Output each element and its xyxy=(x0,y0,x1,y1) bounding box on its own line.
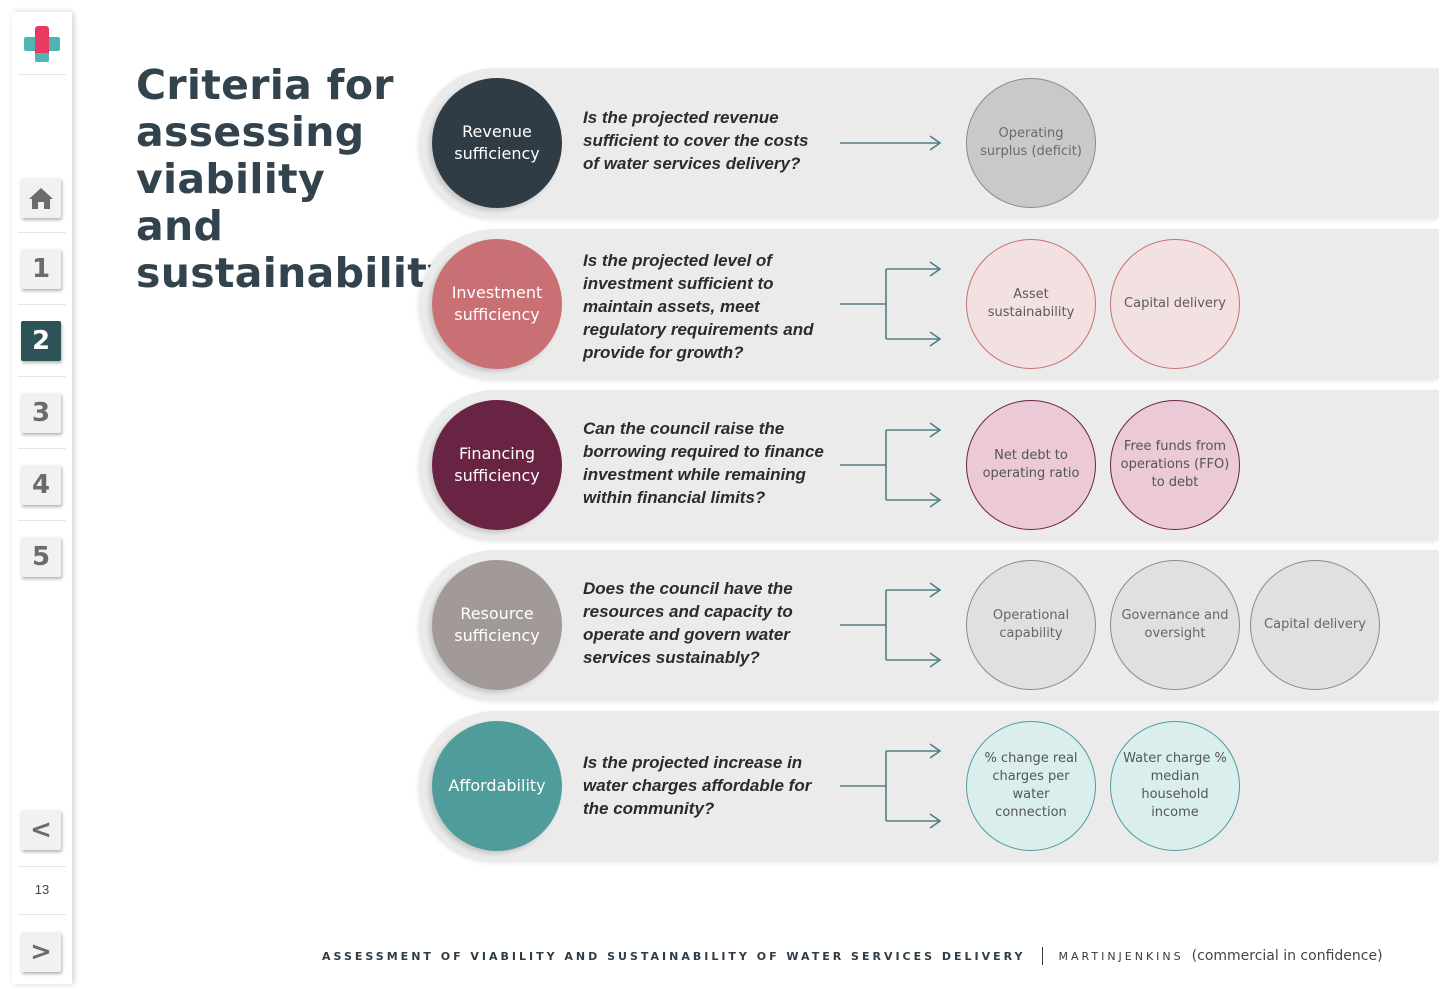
nav-section-5[interactable]: 5 xyxy=(21,537,61,577)
nav-section-4[interactable]: 4 xyxy=(21,465,61,505)
next-page-button[interactable]: > xyxy=(21,932,61,972)
metric-label: % change real charges per water connecti… xyxy=(984,751,1078,820)
criteria-label-line: Resource xyxy=(460,604,534,623)
nav-section-1[interactable]: 1 xyxy=(21,249,61,289)
footer-divider xyxy=(1041,947,1043,965)
criteria-label: Affordability xyxy=(448,775,545,797)
metric-label: Water charge % median household income xyxy=(1123,751,1227,820)
criteria-row: Investment sufficiency Is the projected le… xyxy=(420,229,1439,379)
connector-arrow-icon xyxy=(840,261,942,347)
nav-divider xyxy=(18,520,66,521)
criteria-label-circle: Resource sufficiency xyxy=(432,560,562,690)
criteria-label-circle: Investment sufficiency xyxy=(432,239,562,369)
connector-arrow-icon xyxy=(840,135,942,151)
arrow-head xyxy=(929,261,942,277)
logo-icon xyxy=(24,26,60,62)
arrow-head xyxy=(929,582,942,598)
metric-circle: Asset sustainability xyxy=(966,239,1096,369)
arrow-head xyxy=(929,331,942,347)
metric-circle: Capital delivery xyxy=(1250,560,1380,690)
metric-circle: Net debt to operating ratio xyxy=(966,400,1096,530)
metric-label: Governance and oversight xyxy=(1121,608,1229,641)
metric-circle: Operational capability xyxy=(966,560,1096,690)
footer-confidentiality-note: (commercial in confidence) xyxy=(1191,948,1383,964)
criteria-label: Resource sufficiency xyxy=(454,603,539,647)
criteria-question: Does the council have the resources and … xyxy=(583,579,793,667)
connector-arrow-icon xyxy=(840,743,942,829)
nav-divider xyxy=(18,866,66,867)
criteria-question: Is the projected revenue sufficient to c… xyxy=(583,108,809,173)
criteria-row: Affordability Is the projected increase i… xyxy=(420,711,1439,861)
home-icon xyxy=(29,188,53,209)
criteria-question: Is the projected level of investment suf… xyxy=(583,251,814,362)
criteria-label-line: Revenue xyxy=(462,122,532,141)
nav-divider xyxy=(18,74,66,75)
metric-label: Asset sustainability xyxy=(987,287,1075,320)
criteria-label-circle: Revenue sufficiency xyxy=(432,78,562,208)
nav-divider xyxy=(18,232,66,233)
criteria-label-circle: Financing sufficiency xyxy=(432,400,562,530)
metric-label: Capital delivery xyxy=(1264,617,1366,632)
metric-circle: Water charge % median household income xyxy=(1110,721,1240,851)
metric-label: Net debt to operating ratio xyxy=(982,448,1080,481)
criteria-question: Can the council raise the borrowing requ… xyxy=(583,419,824,507)
nav-divider xyxy=(18,304,66,305)
page-title: Criteria for assessing viability and sus… xyxy=(136,61,455,297)
nav-section-2[interactable]: 2 xyxy=(21,321,61,361)
nav-divider xyxy=(18,448,66,449)
criteria-label-line: Affordability xyxy=(448,776,546,795)
criteria-row: Resource sufficiency Does the council have… xyxy=(420,550,1439,700)
connector-arrow-icon xyxy=(840,582,942,668)
metric-label: Operating surplus (deficit) xyxy=(980,126,1082,159)
metric-circle: Governance and oversight xyxy=(1110,560,1240,690)
criteria-label-line: sufficiency xyxy=(454,144,540,163)
criteria-label-line: sufficiency xyxy=(454,305,540,324)
footer: ASSESSMENT OF VIABILITY AND SUSTAINABILI… xyxy=(322,946,1402,966)
arrow-head xyxy=(929,813,942,829)
metric-circle: Operating surplus (deficit) xyxy=(966,78,1096,208)
metric-circle: Capital delivery xyxy=(1110,239,1240,369)
footer-document-title: ASSESSMENT OF VIABILITY AND SUSTAINABILI… xyxy=(322,949,1026,963)
criteria-row: Financing sufficiency Can the council rais… xyxy=(420,390,1439,540)
criteria-row: Revenue sufficiency Is the projected reven… xyxy=(420,68,1439,218)
prev-page-button[interactable]: < xyxy=(21,810,61,850)
criteria-label-line: sufficiency xyxy=(454,466,540,485)
arrow-head xyxy=(929,492,942,508)
arrow-head xyxy=(929,135,942,151)
sidebar-nav: 1 2 3 4 5 < 13 > xyxy=(12,12,72,984)
arrow-head xyxy=(929,652,942,668)
criteria-label-line: Investment xyxy=(451,283,543,302)
home-button[interactable] xyxy=(21,178,61,218)
metric-circle: Free funds from operations (FFO) to debt xyxy=(1110,400,1240,530)
metric-label: Operational capability xyxy=(992,608,1070,641)
arrow-head xyxy=(929,743,942,759)
nav-section-3[interactable]: 3 xyxy=(21,393,61,433)
criteria-label-line: sufficiency xyxy=(454,626,540,645)
arrow-head xyxy=(929,422,942,438)
metric-circle: % change real charges per water connecti… xyxy=(966,721,1096,851)
criteria-label: Financing sufficiency xyxy=(454,443,539,487)
nav-divider xyxy=(18,376,66,377)
nav-divider xyxy=(18,914,66,915)
criteria-question: Is the projected increase in water charg… xyxy=(583,753,812,818)
page-number: 13 xyxy=(34,882,50,897)
criteria-label-line: Financing xyxy=(458,444,536,463)
metric-label: Free funds from operations (FFO) to debt xyxy=(1120,439,1230,490)
criteria-label: Revenue sufficiency xyxy=(454,121,539,165)
criteria-label-circle: Affordability xyxy=(432,721,562,851)
connector-arrow-icon xyxy=(840,422,942,508)
criteria-label: Investment sufficiency xyxy=(452,282,543,326)
footer-brand: MARTINJENKINS xyxy=(1058,949,1184,963)
metric-label: Capital delivery xyxy=(1124,296,1226,311)
